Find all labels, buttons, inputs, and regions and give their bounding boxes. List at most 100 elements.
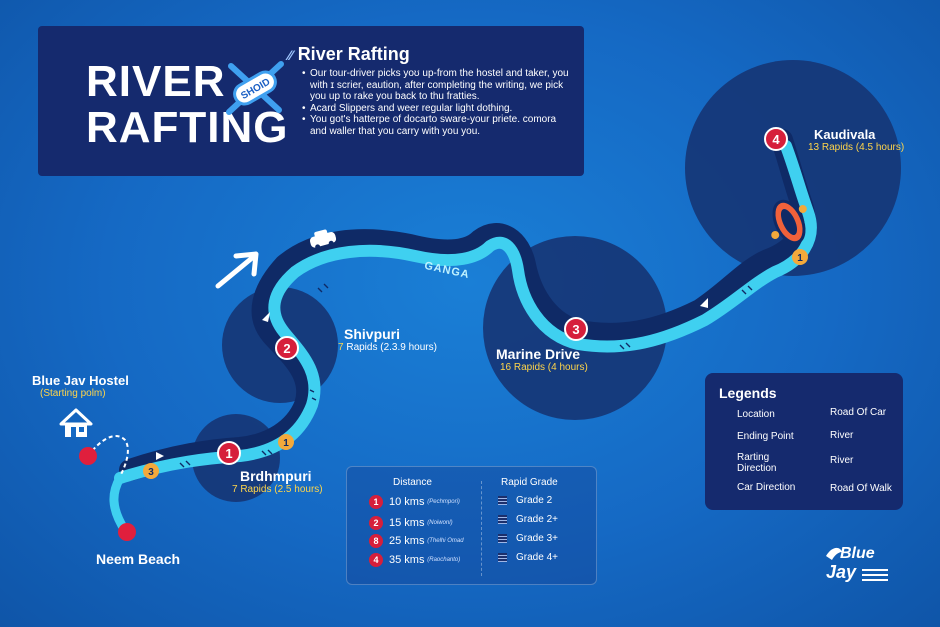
grade-label: Grade 3+ bbox=[516, 533, 558, 544]
legend-rafting: Rarting bbox=[737, 452, 770, 463]
legend-river: River bbox=[830, 430, 854, 441]
svg-text:1: 1 bbox=[283, 438, 289, 449]
bullet-item: You got's hatterpe of docarto sware-your… bbox=[302, 114, 574, 137]
location-marker-1: 1 bbox=[217, 441, 241, 465]
info-title-text: River Rafting bbox=[297, 44, 410, 64]
river-path bbox=[114, 140, 817, 484]
rafting-direction-marker-1b: 1 bbox=[792, 249, 808, 265]
location-marker-4: 4 bbox=[764, 127, 788, 151]
distance-row: 8 25 kms (Thelhi Omad bbox=[369, 534, 464, 550]
distance-row: 1 10 kms (Pechmpori) bbox=[369, 495, 460, 511]
distance-num: 2 bbox=[369, 516, 383, 530]
shivpuri-rapids-text: Rapids (2.3.9 hours) bbox=[343, 342, 437, 353]
marine-drive-label: Marine Drive 16 Rapids (4 hours) bbox=[496, 346, 588, 373]
direction-arrow-icon bbox=[215, 251, 259, 289]
legend-car-direction: Car Direction bbox=[737, 482, 796, 493]
svg-text:4: 4 bbox=[772, 132, 780, 147]
legend-road-of-walk: Road Of Walk bbox=[830, 483, 892, 494]
car-direction-icon bbox=[700, 298, 708, 308]
grade-icon bbox=[498, 552, 507, 562]
distance-row: 4 35 kms (Raochanto) bbox=[369, 553, 460, 569]
distance-note: (Pechmpori) bbox=[427, 499, 460, 505]
car-direction-icon bbox=[156, 452, 164, 460]
info-bullets: Our tour-driver picks yoʊ up-from the ho… bbox=[302, 68, 574, 137]
grade-icon bbox=[498, 514, 507, 524]
distance-num: 4 bbox=[369, 553, 383, 567]
grade-row: Grade 2+ bbox=[498, 514, 558, 530]
location-marker-3: 3 bbox=[564, 317, 588, 341]
shivpuri-name: Shivpuri bbox=[344, 326, 401, 342]
legend-title: Legends bbox=[719, 385, 777, 401]
kaudivala-name: Kaudivala bbox=[814, 127, 876, 142]
blue-jay-bird-icon bbox=[826, 547, 842, 560]
grade-label: Grade 2+ bbox=[516, 514, 558, 525]
car-direction-icon bbox=[262, 312, 270, 322]
grade-row: Grade 3+ bbox=[498, 533, 558, 549]
title-line-1: RIVER bbox=[86, 57, 226, 106]
svg-text:2: 2 bbox=[283, 341, 290, 356]
brdhmpuri-label: Brdhmpuri 7 Rapids (2.5 hours) bbox=[232, 468, 323, 495]
grade-icon bbox=[498, 533, 507, 543]
grade-label: Grade 4+ bbox=[516, 552, 558, 563]
grade-row: Grade 4+ bbox=[498, 552, 558, 568]
hostel-label: Blue Jav Hostel (Starting polm) bbox=[32, 373, 129, 399]
legend-direction: Direction bbox=[737, 463, 777, 474]
neem-beach-label: Neem Beach bbox=[96, 551, 181, 567]
house-icon bbox=[59, 408, 93, 437]
wave-icon: ⁄⁄ bbox=[288, 47, 293, 63]
distance-num: 8 bbox=[369, 534, 383, 548]
distance-header: Distance bbox=[393, 477, 432, 488]
distance-note: (Noiwonl) bbox=[427, 520, 453, 526]
distance-km: 10 kms bbox=[389, 496, 425, 508]
distance-km: 25 kms bbox=[389, 535, 425, 547]
brand-line-1: Blue bbox=[840, 545, 875, 562]
distance-row: 2 15 kms (Noiwonl) bbox=[369, 516, 453, 532]
rafting-direction-marker-3: 3 bbox=[143, 463, 159, 479]
svg-text:1: 1 bbox=[797, 253, 803, 264]
legend-ending-point: Ending Point bbox=[737, 431, 794, 442]
rapid-grade-header: Rapid Grade bbox=[501, 477, 558, 488]
paddle-logo-icon: SHOID bbox=[226, 61, 284, 115]
distance-num: 1 bbox=[369, 495, 383, 509]
distance-note: (Thelhi Omad bbox=[427, 538, 464, 544]
hostel-sub: (Starting polm) bbox=[40, 388, 106, 399]
hostel-ending-point bbox=[79, 447, 97, 465]
marine-drive-rapids: 16 Rapids (4 hours) bbox=[500, 362, 588, 373]
brand-line-2: Jay bbox=[826, 562, 857, 582]
hostel-name: Blue Jav Hostel bbox=[32, 373, 129, 388]
header-panel: RIVER RAFTING SHOID ⁄⁄River Rafting Our … bbox=[38, 26, 584, 176]
grade-icon bbox=[498, 495, 507, 505]
river-waves bbox=[179, 283, 753, 468]
legend-river-2: River bbox=[830, 455, 854, 466]
kaudivala-rapids: 13 Rapids (4.5 hours) bbox=[808, 142, 905, 153]
grade-label: Grade 2 bbox=[516, 495, 553, 506]
info-title: ⁄⁄River Rafting bbox=[288, 44, 410, 65]
car-icon bbox=[309, 229, 337, 250]
shivpuri-label: Shivpuri 7 Rapids (2.3.9 hours) bbox=[338, 326, 437, 353]
grade-row: Grade 2 bbox=[498, 495, 552, 511]
panel-divider bbox=[481, 481, 483, 576]
brand-logo: Blue Jay bbox=[826, 545, 890, 585]
brdhmpuri-name: Brdhmpuri bbox=[240, 468, 312, 484]
distance-km: 35 kms bbox=[389, 554, 425, 566]
svg-text:1: 1 bbox=[225, 446, 232, 461]
marine-drive-name: Marine Drive bbox=[496, 346, 581, 362]
legend-panel: Legends Location Ending Point Rarting Di… bbox=[705, 373, 903, 510]
distance-km: 15 kms bbox=[389, 517, 425, 529]
bullet-item: Our tour-driver picks yoʊ up-from the ho… bbox=[302, 68, 574, 103]
neem-beach-ending-point bbox=[118, 523, 136, 541]
kaudivala-label: Kaudivala 13 Rapids (4.5 hours) bbox=[808, 127, 904, 153]
svg-text:3: 3 bbox=[572, 322, 579, 337]
brdhmpuri-rapids: 7 Rapids (2.5 hours) bbox=[232, 484, 323, 495]
shivpuri-rapids-count: 7 bbox=[338, 342, 344, 353]
rafting-direction-marker-1: 1 bbox=[278, 434, 294, 450]
distance-note: (Raochanto) bbox=[427, 557, 461, 563]
title-line-2: RAFTING bbox=[86, 103, 289, 152]
page-title: RIVER RAFTING bbox=[86, 60, 289, 150]
location-marker-2: 2 bbox=[275, 336, 299, 360]
distance-panel: Distance Rapid Grade 1 10 kms (Pechmpori)… bbox=[346, 466, 597, 585]
road-of-car-path bbox=[119, 129, 816, 481]
brand-underline bbox=[862, 569, 888, 581]
bullet-item: Acard Slippers and weer regular light do… bbox=[302, 103, 574, 115]
